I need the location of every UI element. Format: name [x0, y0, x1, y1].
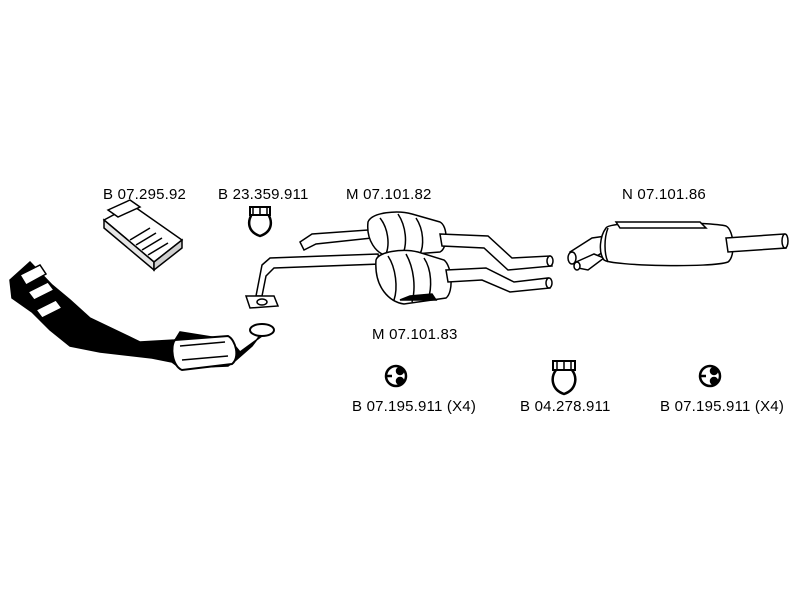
label-rubber-mount-left: B 07.195.911 (X4)	[352, 398, 477, 415]
middle-silencer-part	[244, 211, 554, 309]
front-pipe-catalyst	[9, 260, 275, 372]
label-rubber-mount-right: B 07.195.911 (X4)	[660, 398, 785, 415]
label-middle-silencer-upper: M 07.101.82	[346, 186, 432, 203]
label-rear-silencer: N 07.101.86	[622, 186, 706, 203]
label-clamp-front: B 23.359.911	[218, 186, 309, 203]
clamp-front-part	[247, 206, 273, 238]
rubber-mount-right-part	[698, 364, 722, 388]
clamp-rear-part	[551, 360, 577, 396]
bracket-kit-part	[102, 199, 184, 272]
label-middle-silencer-lower: M 07.101.83	[372, 326, 458, 343]
label-bracket-kit: B 07.295.92	[103, 186, 187, 203]
rear-silencer-part	[567, 221, 789, 271]
label-clamp-rear: B 04.278.911	[520, 398, 611, 415]
rubber-mount-left-part	[384, 364, 408, 388]
